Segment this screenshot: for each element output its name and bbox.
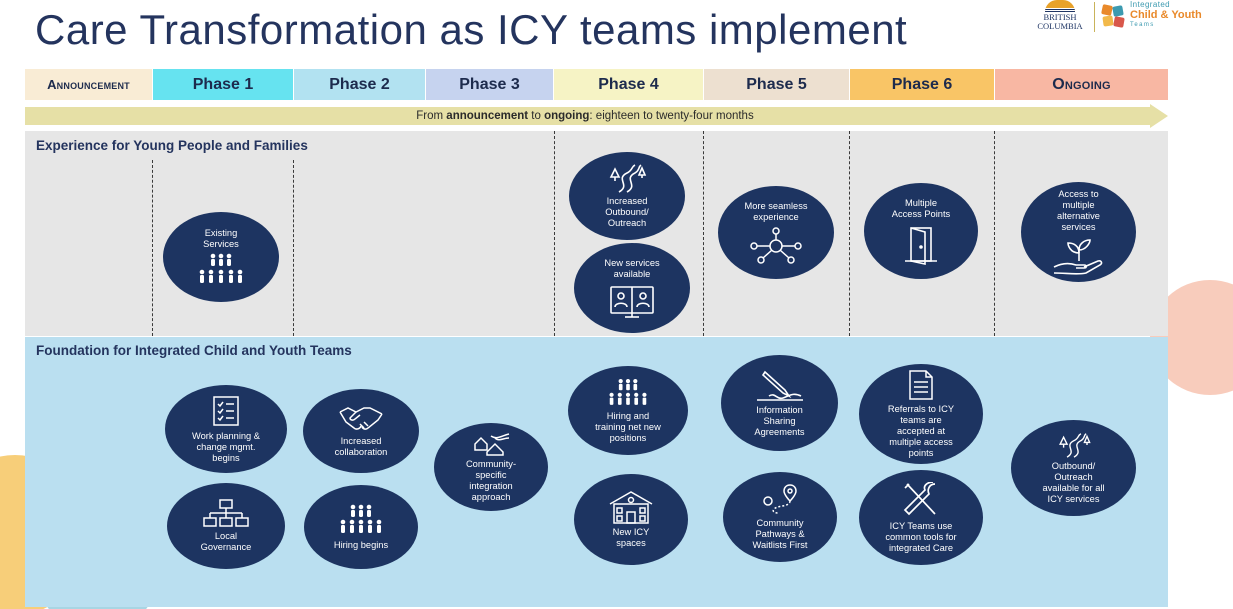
circle-multiple-access-points: Multiple Access Points <box>864 183 978 279</box>
hand-plant-icon <box>1053 239 1102 275</box>
winding-road-icon <box>1058 432 1091 458</box>
circle-hiring-begins: Hiring begins <box>304 485 418 569</box>
circle-increased-outreach: Increased Outbound/ Outreach <box>569 152 685 240</box>
bc-logo-line2: COLUMBIA <box>1037 21 1083 31</box>
circle-work-planning: Work planning & change mgmt. begins <box>165 385 287 473</box>
timeline-bold-end: ongoing <box>544 110 590 122</box>
circle-label: Referrals to ICY teams are accepted at m… <box>887 404 955 458</box>
document-icon <box>909 370 933 400</box>
phase-cell-2: Phase 2 <box>294 69 426 100</box>
circle-label: Access to multiple alternative services <box>1057 189 1100 232</box>
phase-divider <box>152 160 153 336</box>
circle-label: ICY Teams use common tools for integrate… <box>885 520 957 553</box>
winding-road-icon <box>609 164 647 193</box>
circle-label: Information Sharing Agreements <box>754 405 805 437</box>
phase-header-bar: Announcement Phase 1 Phase 2 Phase 3 Pha… <box>25 69 1169 100</box>
timeline-prefix: From <box>416 110 447 122</box>
phase-cell-3: Phase 3 <box>426 69 554 100</box>
handshake-icon <box>339 407 383 430</box>
circle-community-integration: Community-specific integration approach <box>434 423 548 511</box>
phase-cell-announcement: Announcement <box>25 69 153 100</box>
phase-divider <box>994 131 995 336</box>
circle-local-governance: Local Governance <box>167 483 285 569</box>
logo-divider <box>1094 2 1095 32</box>
page-title: Care Transformation as ICY teams impleme… <box>35 6 908 53</box>
circle-new-icy-spaces: New ICY spaces <box>574 474 688 565</box>
icy-logo-line1: Integrated <box>1130 0 1171 9</box>
circle-label: Existing Services <box>203 227 239 249</box>
circle-label: New ICY spaces <box>612 527 650 548</box>
experience-section-heading: Experience for Young People and Families <box>36 138 308 153</box>
timeline-arrow <box>25 104 1168 128</box>
phase-cell-6: Phase 6 <box>850 69 995 100</box>
phase-divider <box>293 160 294 336</box>
signing-pen-icon <box>756 370 803 401</box>
school-building-icon <box>609 491 653 524</box>
people-group-icon <box>609 378 647 405</box>
circle-existing-services: Existing Services <box>163 212 279 302</box>
circle-label: More seamless experience <box>744 200 808 222</box>
phase-cell-5: Phase 5 <box>704 69 850 100</box>
circle-common-tools: ICY Teams use common tools for integrate… <box>859 470 983 565</box>
phase-cell-1: Phase 1 <box>153 69 294 100</box>
timeline-bold-start: announcement <box>446 110 529 122</box>
org-chart-icon <box>203 499 249 527</box>
circle-label: Increased collaboration <box>334 436 388 457</box>
icy-logo-line2: Child & Youth <box>1130 9 1202 21</box>
circle-increased-collaboration: Increased collaboration <box>303 389 419 473</box>
circle-community-pathways: Community Pathways & Waitlists First <box>723 472 837 562</box>
circle-label: Outbound/ Outreach available for all ICY… <box>1042 460 1105 504</box>
icy-logo-line3: Teams <box>1130 22 1155 28</box>
timeline-suffix: : eighteen to twenty-four months <box>589 110 754 122</box>
network-hub-icon <box>750 226 802 264</box>
bc-logo-line1: BRITISH <box>1043 12 1077 22</box>
circle-label: Increased Outbound/ Outreach <box>605 196 649 228</box>
video-call-icon <box>610 285 654 318</box>
circle-label: Multiple Access Points <box>891 197 951 219</box>
phase-divider <box>554 131 555 336</box>
circle-label: Work planning & change mgmt. begins <box>191 430 261 463</box>
bc-logo: BRITISH COLUMBIA <box>1032 0 1088 31</box>
circle-seamless-experience: More seamless experience <box>718 186 834 279</box>
circle-label: Hiring and training net new positions <box>595 410 661 443</box>
checklist-icon <box>213 395 239 426</box>
circle-hiring-training: Hiring and training net new positions <box>568 366 688 455</box>
circle-label: Local Governance <box>200 531 252 552</box>
door-icon <box>905 226 937 265</box>
circle-label: Community-specific integration approach <box>465 458 517 502</box>
circle-outbound-all-services: Outbound/ Outreach available for all ICY… <box>1011 420 1136 516</box>
phase-cell-4: Phase 4 <box>554 69 704 100</box>
icy-logo-icon <box>1101 4 1125 28</box>
phase-divider <box>849 131 850 336</box>
tools-icon <box>903 481 936 515</box>
circle-information-sharing: Information Sharing Agreements <box>721 355 838 451</box>
phase-divider <box>703 131 704 336</box>
people-group-icon <box>340 504 382 533</box>
map-path-icon <box>763 484 797 514</box>
timeline-caption: From announcement to ongoing: eighteen t… <box>25 104 1145 128</box>
circle-label: Community Pathways & Waitlists First <box>752 518 808 550</box>
phase-cell-ongoing: Ongoing <box>995 69 1169 100</box>
circle-label: New services available <box>604 257 660 279</box>
logo-area: BRITISH COLUMBIA Integrated Child & Yout… <box>1032 0 1222 36</box>
circle-referrals: Referrals to ICY teams are accepted at m… <box>859 364 983 464</box>
community-houses-icon <box>474 432 510 456</box>
timeline-middle: to <box>528 110 545 122</box>
circle-alternative-services: Access to multiple alternative services <box>1021 182 1136 282</box>
family-icon <box>199 253 243 283</box>
circle-new-services: New services available <box>574 243 690 333</box>
circle-label: Hiring begins <box>333 539 389 550</box>
foundation-section-heading: Foundation for Integrated Child and Yout… <box>36 343 352 358</box>
bc-sun-icon <box>1045 0 1075 12</box>
